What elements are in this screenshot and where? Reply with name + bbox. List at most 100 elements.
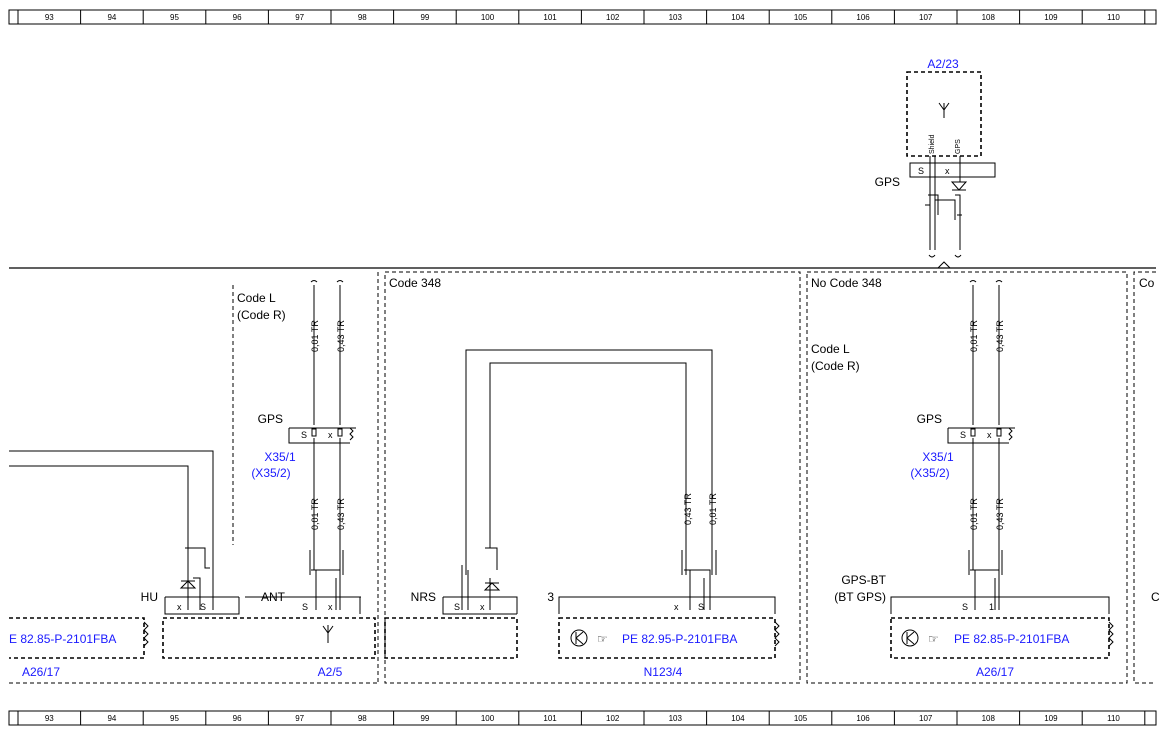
transistor-icon [570, 629, 588, 647]
connector-label-bt-gps: (BT GPS) [834, 590, 886, 604]
connector-label: C [1151, 590, 1160, 604]
component-n123-4[interactable]: ☞ PE 82.95-P-2101FBA N123/4 [558, 617, 780, 679]
pin-s: S [301, 430, 307, 440]
wire-gauge: 0,43 TR [995, 498, 1005, 530]
component-a2-5[interactable]: A2/5 [162, 617, 376, 679]
pin-s: S [962, 602, 968, 612]
grid-column-label: 97 [295, 714, 304, 723]
grid-column-label: 103 [669, 13, 683, 22]
grid-column-label: 93 [45, 13, 54, 22]
grid-column-label: 103 [669, 714, 683, 723]
grid-column-label: 105 [794, 714, 808, 723]
pin-s: S [698, 602, 704, 612]
wire-gauge: 0,43 TR [336, 498, 346, 530]
grid-column-label: 97 [295, 13, 304, 22]
connector-x35-1[interactable]: S x GPS [917, 412, 1015, 444]
pin-x: x [945, 166, 950, 176]
wire-gauge: 0,43 TR [336, 320, 346, 352]
grid-column-label: 106 [856, 714, 870, 723]
grid-column-label: 108 [982, 13, 996, 22]
grid-column-label: 107 [919, 13, 933, 22]
pe-ref[interactable]: PE 82.95-P-2101FBA [622, 632, 737, 646]
connector-ref[interactable]: X35/1 [922, 450, 954, 464]
pin-s: S [200, 602, 206, 612]
grid-column-label: 98 [358, 714, 367, 723]
grid-column-label: 102 [606, 714, 620, 723]
grid-column-label: 95 [170, 714, 179, 723]
connector-x35-1[interactable]: S x GPS [258, 412, 356, 444]
grid-column-label: 99 [420, 13, 429, 22]
connector-label-gps: GPS [875, 175, 900, 189]
grid-column-label: 101 [543, 714, 557, 723]
pin-label-shield: Shield [929, 134, 936, 154]
grid-column-label: 95 [170, 13, 179, 22]
grid-column-label: 101 [543, 13, 557, 22]
connector-label-hu: HU [141, 590, 158, 604]
wire-gauge: 0,01 TR [310, 498, 320, 530]
grid-column-label: 94 [107, 13, 116, 22]
section-label: Code 348 [389, 276, 441, 290]
connector-label-gps: GPS [917, 412, 942, 426]
grid-column-label: 100 [481, 714, 495, 723]
connector-ref-alt[interactable]: (X35/2) [251, 466, 290, 480]
pointer-hand-icon: ☞ [597, 632, 608, 646]
pin-x: x [480, 602, 485, 612]
section-right-partial: Co C [1133, 271, 1160, 684]
pin-number: 1 [989, 602, 994, 612]
connector-label-gps-bt: GPS-BT [841, 573, 886, 587]
grid-column-label: 96 [233, 13, 242, 22]
wire-gauge: 0,01 TR [969, 498, 979, 530]
section-no-code-348: No Code 348 Code L (Code R) 0,01 TR 0,43… [806, 271, 1128, 684]
pin-x: x [328, 602, 333, 612]
connector-label-nrs: NRS [411, 590, 436, 604]
component-box [384, 617, 518, 659]
component-label-n123-4: N123/4 [644, 665, 683, 679]
bus-junction [937, 261, 951, 269]
grid-column-label: 109 [1044, 714, 1058, 723]
section-label: No Code 348 [811, 276, 882, 290]
grid-column-label: 98 [358, 13, 367, 22]
pe-ref[interactable]: PE 82.85-P-2101FBA [954, 632, 1069, 646]
wire-gauge: 0,01 TR [969, 320, 979, 352]
grid-column-label: 108 [982, 714, 996, 723]
pin-x: x [328, 430, 333, 440]
pin-x: x [177, 602, 182, 612]
grid-column-label: 110 [1107, 13, 1120, 22]
connector-label-ant: ANT [261, 590, 286, 604]
grid-column-label: 107 [919, 714, 933, 723]
grid-column-label: 94 [107, 714, 116, 723]
grid-column-label: 104 [731, 13, 745, 22]
section-code-348: Code 348 0,43 TR 0,01 TR NRS S x 3 x S ☞ [384, 271, 801, 684]
code-label-alt: (Code R) [237, 308, 286, 322]
section-left: Code L (Code R) 0,01 TR 0,43 TR 0,01 TR … [9, 272, 379, 684]
grid-column-label: 105 [794, 13, 808, 22]
connector-label-gps: GPS [258, 412, 283, 426]
pin-s: S [918, 166, 924, 176]
pin-x: x [674, 602, 679, 612]
component-label-a2-23: A2/23 [927, 57, 959, 71]
wire-gauge: 0,01 TR [310, 320, 320, 352]
pin-number: 3 [547, 590, 554, 604]
wire-gauge: 0,43 TR [683, 493, 693, 525]
component-a2-23[interactable]: A2/23 Shield GPS S x GPS [875, 57, 996, 258]
connector-ref-alt[interactable]: (X35/2) [910, 466, 949, 480]
transistor-icon [901, 629, 919, 647]
wire-gauge: 0,01 TR [708, 493, 718, 525]
component-a26-17-left[interactable]: E 82.85-P-2101FBA A26/17 [9, 617, 149, 679]
component-label-a26-17: A26/17 [22, 665, 60, 679]
pe-ref[interactable]: E 82.85-P-2101FBA [9, 632, 116, 646]
antenna-icon [322, 625, 334, 643]
grid-column-label: 93 [45, 714, 54, 723]
antenna-icon [938, 102, 950, 118]
pin-s: S [454, 602, 460, 612]
pointer-hand-icon: ☞ [928, 632, 939, 646]
connector-ref[interactable]: X35/1 [264, 450, 296, 464]
pin-label-gps: GPS [955, 139, 962, 154]
grid-column-label: 102 [606, 13, 620, 22]
grid-column-label: 106 [856, 13, 870, 22]
grid-column-label: 96 [233, 714, 242, 723]
section-label: Co [1139, 276, 1155, 290]
component-a26-17[interactable]: ☞ PE 82.85-P-2101FBA A26/17 [890, 617, 1114, 679]
